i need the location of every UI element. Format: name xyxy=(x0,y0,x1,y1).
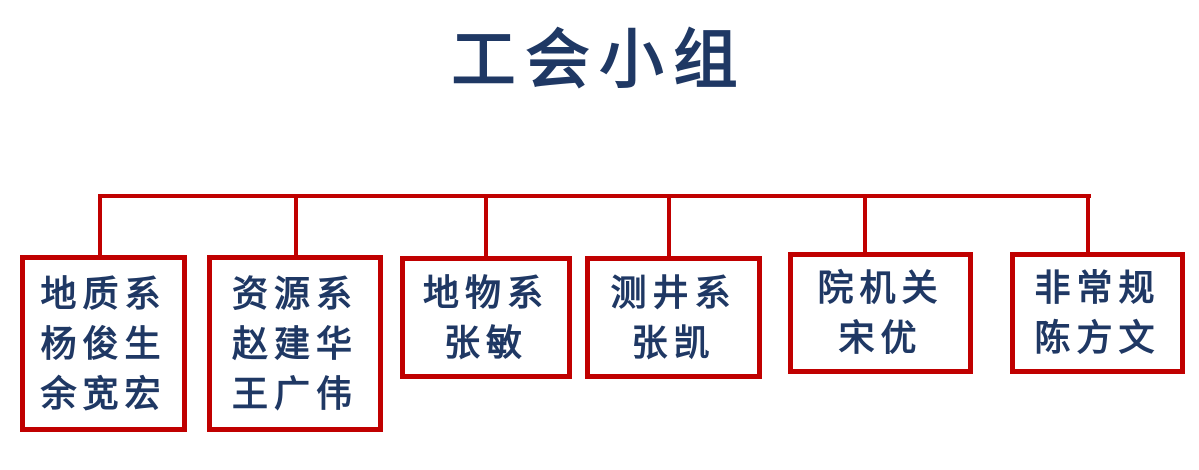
member-name: 余宽宏 xyxy=(40,373,167,414)
department-label: 地物系 xyxy=(422,272,549,313)
department-label: 测井系 xyxy=(610,272,737,313)
org-box-institute-office: 院机关 宋优 xyxy=(788,252,973,374)
member-name: 赵建华 xyxy=(231,323,358,364)
connector-drop-line-2 xyxy=(294,194,298,256)
member-name: 宋优 xyxy=(838,318,923,358)
member-name: 杨俊生 xyxy=(40,323,167,364)
department-label: 资源系 xyxy=(231,273,358,314)
connector-drop-line-5 xyxy=(863,194,867,256)
member-name: 王广伟 xyxy=(231,373,358,414)
department-label: 非常规 xyxy=(1034,268,1161,308)
org-box-unconventional: 非常规 陈方文 xyxy=(1010,252,1185,374)
connector-drop-line-4 xyxy=(667,194,671,256)
org-box-geology: 地质系 杨俊生 余宽宏 xyxy=(20,255,187,432)
member-name: 陈方文 xyxy=(1034,318,1161,358)
org-box-resources: 资源系 赵建华 王广伟 xyxy=(207,255,383,432)
connector-horizontal-line xyxy=(98,194,1091,198)
connector-drop-line-6 xyxy=(1086,194,1090,256)
department-label: 地质系 xyxy=(40,273,167,314)
department-label: 院机关 xyxy=(817,268,944,308)
member-name: 张凯 xyxy=(631,322,716,363)
chart-title: 工会小组 xyxy=(451,25,748,96)
org-box-well-logging: 测井系 张凯 xyxy=(585,256,762,379)
connector-drop-line-3 xyxy=(484,194,488,256)
connector-drop-line-1 xyxy=(98,194,102,256)
member-name: 张敏 xyxy=(443,322,528,363)
org-box-geophysics: 地物系 张敏 xyxy=(400,256,572,379)
